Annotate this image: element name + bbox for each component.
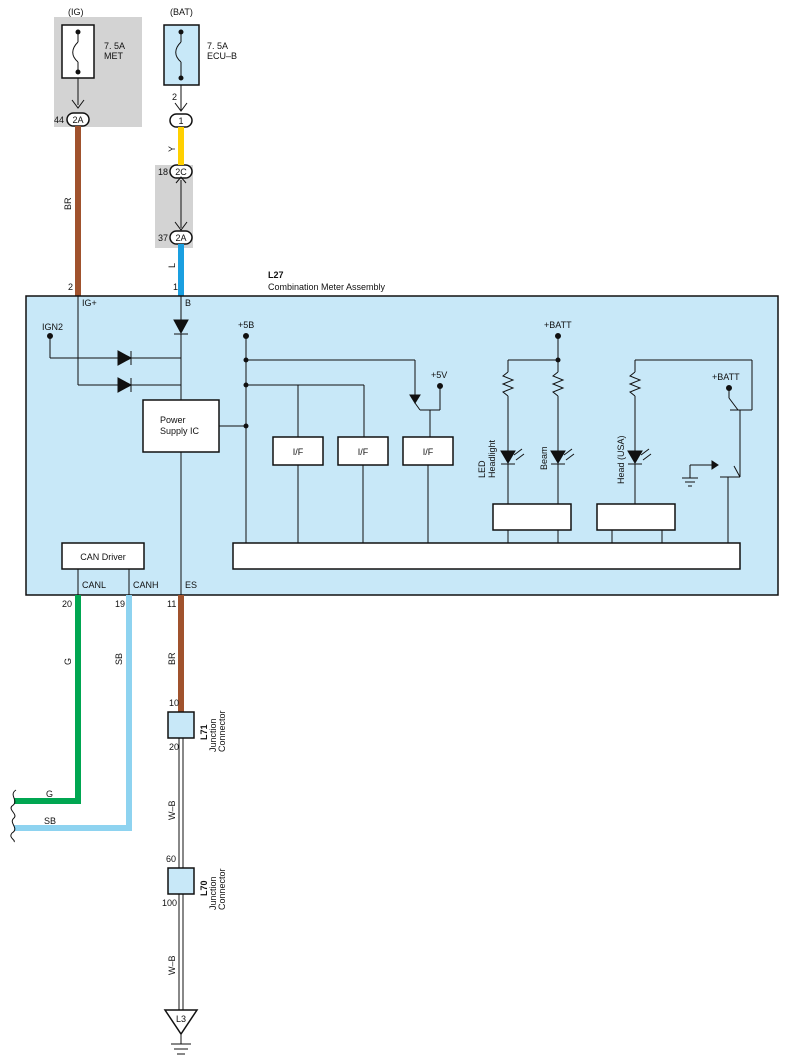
led2-label: Beam [539,446,549,470]
jb-conn-top: 2C [175,167,187,177]
led-icon [500,450,516,464]
meter-canl: CANL [82,580,106,590]
meter-pin-canl: 20 [62,599,72,609]
fuse-bat-connector: 1 [178,116,183,126]
wire-g-end-label: G [46,789,53,799]
meter-plus5v: +5V [431,370,447,380]
led-icon [627,450,643,464]
led-driver-block [596,503,676,531]
if-label-3: I/F [423,447,434,457]
interface-block [402,436,454,466]
meter-label-b: B [185,298,191,308]
wire-sb-end-label: SB [44,816,56,826]
jb-conn-bottom: 2A [175,233,186,243]
meter-pin-b: 1 [173,282,178,292]
l70-name-2: Connector [217,868,227,910]
meter-batt-2: +BATT [712,372,740,382]
meter-pin-es: 11 [167,599,176,609]
led3-label: Head (USA) [616,435,626,484]
if-label-1: I/F [293,447,304,457]
fuse-ig-connector: 2A [72,115,83,125]
ground-l3: L3 [163,1009,199,1055]
wire-g [14,595,81,804]
led1-label-b: Headlight [487,439,497,478]
junction-connector-l70: 60 100 L70 Junction Connector [162,854,227,910]
l71-name-1: Junction [208,718,218,752]
resistor-icon [551,371,565,397]
meter-id: L27 [268,270,284,280]
interface-block [337,436,389,466]
meter-name: Combination Meter Assembly [268,282,386,292]
ground-point-icon [163,1009,199,1036]
led1-label-a: LED [477,460,487,478]
power-ic-label-1: Power [160,415,186,425]
can-driver-label: CAN Driver [80,552,126,562]
fuse-ig: (IG) 7. 5A MET 44 2A [54,7,125,127]
l71-name-2: Connector [217,710,227,752]
wire-br-bottom-label: BR [167,652,177,665]
jb-pin-top: 18 [158,167,168,177]
led-icon [550,450,566,464]
fuse-bat-source: (BAT) [170,7,193,17]
fuse-ig-name: MET [104,51,124,61]
diode-icon [117,350,133,366]
wire-g-label: G [63,658,73,665]
meter-pin-ig: 2 [68,282,73,292]
ground-id: L3 [176,1014,186,1024]
l71-pin-top: 10 [169,698,179,708]
l70-name-1: Junction [208,876,218,910]
meter-canh: CANH [133,580,159,590]
resistor-icon [501,371,515,397]
power-ic-label-2: Supply IC [160,426,200,436]
meter-plus5b: +5B [238,320,254,330]
jb-pin-bottom: 37 [158,233,168,243]
fuse-bat: (BAT) 7. 5A ECU–B 2 1 [163,7,237,128]
junction-connector-l71: 10 20 L71 Junction Connector [167,698,227,752]
wire-sb [14,595,132,831]
resistor-icon [628,371,642,397]
diode-icon [173,319,189,335]
fuse-bat-name: ECU–B [207,51,237,61]
junction-block: 18 2C 37 2A [158,164,193,245]
wire-wb2-label: W–B [167,955,177,975]
meter-pin-canh: 19 [115,599,125,609]
wire-sb-label: SB [114,653,124,665]
fuse-bat-pin: 2 [172,92,177,102]
l70-pin-top: 60 [166,854,176,864]
fuse-ig-rating: 7. 5A [104,41,125,51]
meter-batt-1: +BATT [544,320,572,330]
l70-pin-bottom: 100 [162,898,177,908]
wire-break-icon [10,789,17,843]
l70-id: L70 [199,880,209,896]
fuse-ig-pin: 44 [54,115,64,125]
diode-icon [117,377,133,393]
led-driver-block [492,503,572,531]
fuse-ig-source: (IG) [68,7,84,17]
wire-l-label: L [167,263,177,268]
can-driver [61,542,145,570]
wire-wb1-label: W–B [167,800,177,820]
main-logic-block [232,542,741,570]
fuse-bat-rating: 7. 5A [207,41,228,51]
wire-br-top-label: BR [63,197,73,210]
meter-label-ig: IG+ [82,298,97,308]
l71-pin-bottom: 20 [169,742,179,752]
if-label-2: I/F [358,447,369,457]
fuse-terminal-icon [75,29,81,35]
l71-id: L71 [199,724,209,740]
wire-y-label: Y [167,146,177,152]
meter-ign2: IGN2 [42,322,63,332]
meter-es: ES [185,580,197,590]
